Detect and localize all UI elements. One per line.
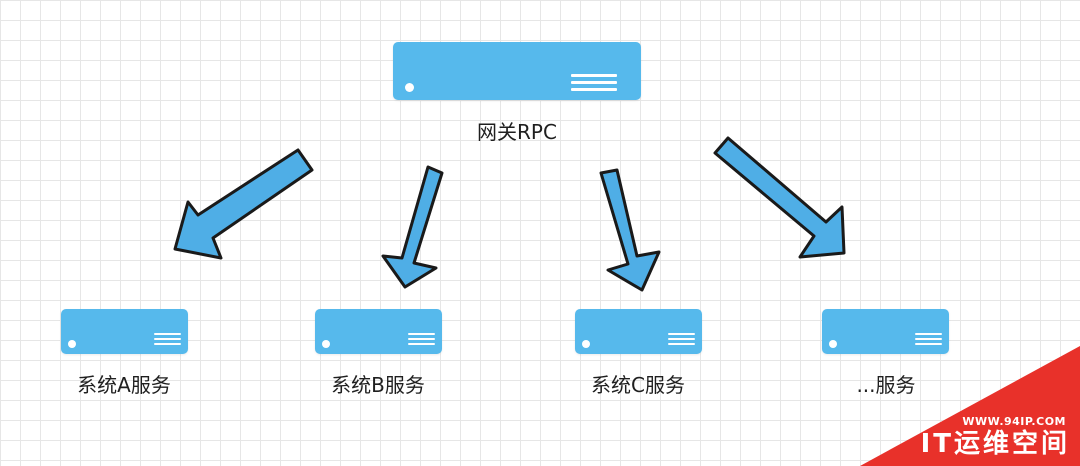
server-vent-line — [668, 333, 695, 335]
server-vent-line — [408, 343, 435, 345]
arrow-to-system-a — [173, 148, 314, 260]
server-light-icon — [405, 83, 414, 92]
watermark-triangle-icon — [860, 346, 1080, 466]
server-light-icon — [322, 340, 330, 348]
server-vent-line — [571, 81, 617, 84]
arrow-to-system-b — [381, 165, 444, 289]
system-a-label: 系统A服务 — [77, 373, 171, 397]
watermark-url: WWW.94IP.COM — [962, 415, 1066, 428]
other-service-server-icon — [822, 309, 949, 354]
server-vent-line — [154, 333, 181, 335]
server-light-icon — [582, 340, 590, 348]
server-vent-line — [915, 343, 942, 345]
server-vent-line — [154, 338, 181, 340]
system-c-label: 系统C服务 — [591, 373, 685, 397]
system-b-label: 系统B服务 — [331, 373, 425, 397]
watermark-name: IT运维空间 — [920, 429, 1070, 459]
server-vent-line — [915, 338, 942, 340]
watermark-badge: WWW.94IP.COM IT运维空间 — [860, 346, 1080, 466]
gateway-server-icon — [393, 42, 641, 100]
gateway-label: 网关RPC — [477, 120, 557, 144]
server-light-icon — [829, 340, 837, 348]
server-light-icon — [68, 340, 76, 348]
server-vent-line — [571, 74, 617, 77]
arrow-to-system-c — [599, 168, 661, 292]
server-vent-line — [571, 88, 617, 91]
server-vent-line — [408, 333, 435, 335]
server-vent-line — [915, 333, 942, 335]
server-vent-line — [154, 343, 181, 345]
system-a-server-icon — [61, 309, 188, 354]
system-b-server-icon — [315, 309, 442, 354]
server-vent-line — [408, 338, 435, 340]
other-service-label: ...服务 — [856, 373, 916, 397]
arrow-to-other-service — [713, 136, 846, 259]
server-vent-line — [668, 343, 695, 345]
server-vent-line — [668, 338, 695, 340]
system-c-server-icon — [575, 309, 702, 354]
